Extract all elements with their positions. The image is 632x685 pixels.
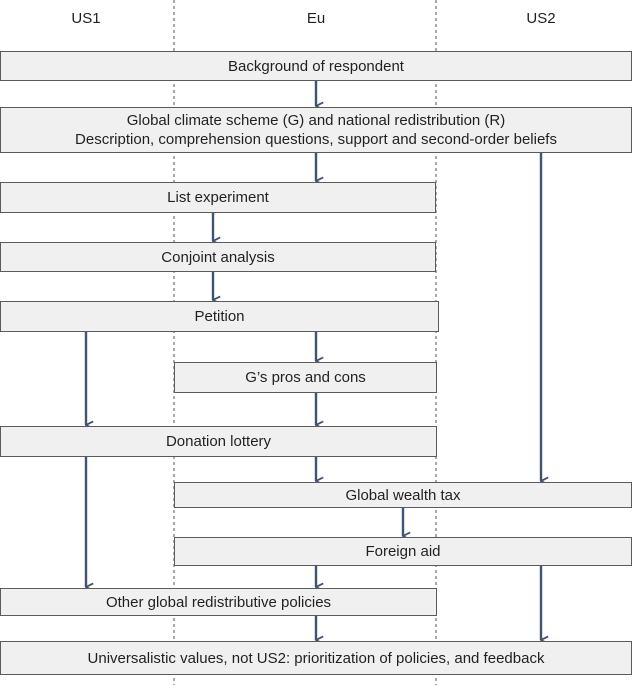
box-global-climate-scheme: Global climate scheme (G) and national r…: [0, 107, 632, 153]
box-label-line1: Global climate scheme (G) and national r…: [126, 112, 506, 129]
box-other-global-redistributive-policies: Other global redistributive policies: [0, 588, 437, 616]
box-list-experiment: List experiment: [0, 182, 436, 213]
box-label: Conjoint analysis: [161, 248, 275, 266]
box-universalistic-values: Universalistic values, not US2: prioriti…: [0, 641, 632, 675]
column-header-us1: US1: [71, 10, 101, 27]
box-label: List experiment: [167, 189, 269, 206]
column-header-us2: US2: [526, 10, 556, 27]
box-pros-and-cons: G’s pros and cons: [174, 362, 437, 393]
box-donation-lottery: Donation lottery: [0, 426, 437, 457]
box-label: Foreign aid: [365, 543, 441, 560]
box-label: Donation lottery: [165, 433, 272, 450]
box-label: G’s pros and cons: [245, 369, 366, 386]
box-petition: Petition: [0, 301, 439, 332]
box-foreign-aid: Foreign aid: [174, 537, 632, 566]
box-global-wealth-tax: Global wealth tax: [174, 482, 632, 508]
box-background-of-respondent: Background of respondent: [0, 51, 632, 81]
box-label: Universalistic values, not US2: prioriti…: [87, 649, 545, 667]
box-label: Petition: [194, 308, 245, 325]
box-label: Background of respondent: [228, 57, 404, 75]
box-label: Global wealth tax: [345, 486, 461, 504]
column-header-eu: Eu: [306, 10, 326, 27]
box-label: Other global redistributive policies: [105, 593, 332, 611]
box-conjoint-analysis: Conjoint analysis: [0, 242, 436, 272]
box-label-line2: Description, comprehension questions, su…: [75, 131, 557, 148]
